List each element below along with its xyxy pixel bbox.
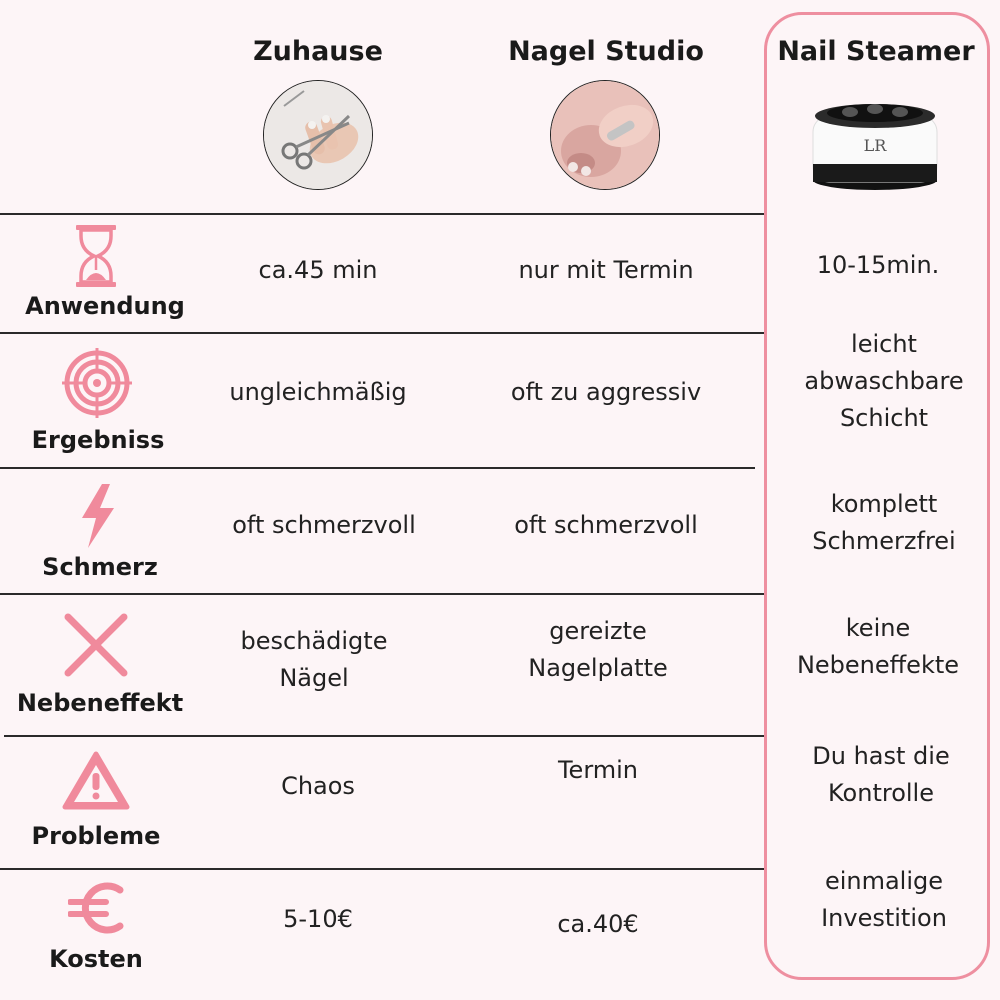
cell-steamer-probleme: Du hast die Kontrolle (812, 742, 950, 807)
row-divider (0, 213, 764, 215)
cell-steamer-ergebniss: leicht abwaschbare Schicht (804, 330, 964, 432)
warning-icon (62, 751, 130, 811)
cell-zuhause-schmerz: oft schmerzvoll (232, 511, 416, 539)
lightning-icon (80, 484, 116, 548)
row-label-nebeneffekt: Nebeneffekt (16, 689, 184, 717)
cell-studio-probleme: Termin (557, 756, 639, 784)
row-divider (0, 467, 755, 469)
cell-zuhause-anwendung: ca.45 min (258, 256, 378, 284)
cell-studio-anwendung: nur mit Termin (518, 256, 694, 284)
column-header-nagel-studio: Nagel Studio (508, 36, 704, 67)
cell-steamer-nebeneffekt: keine Nebeneffekte (796, 614, 960, 679)
cell-zuhause-kosten: 5-10€ (283, 905, 353, 933)
cell-studio-nebeneffekt: gereizte Nagelplatte (528, 617, 668, 682)
row-label-anwendung: Anwendung (25, 292, 185, 320)
cell-zuhause-nebeneffekt: beschädigte Nägel (240, 627, 388, 692)
studio-manicure-photo (550, 80, 660, 190)
cell-steamer-kosten: einmalige Investition (821, 867, 947, 932)
row-divider (0, 332, 764, 334)
euro-icon (68, 880, 126, 936)
cell-zuhause-probleme: Chaos (281, 772, 355, 800)
cell-steamer-anwendung: 10-15min. (816, 251, 940, 279)
target-icon (62, 348, 132, 418)
column-header-nail-steamer: Nail Steamer (777, 36, 975, 67)
row-label-kosten: Kosten (49, 945, 143, 973)
cross-icon (64, 613, 128, 677)
cell-steamer-schmerz: komplett Schmerzfrei (812, 490, 956, 555)
row-label-probleme: Probleme (31, 822, 161, 850)
row-label-schmerz: Schmerz (42, 553, 158, 581)
home-manicure-photo (263, 80, 373, 190)
cell-studio-ergebniss: oft zu aggressiv (510, 378, 702, 406)
brand-logo: LR (864, 136, 888, 155)
row-divider (0, 593, 764, 595)
cell-studio-kosten: ca.40€ (557, 910, 639, 938)
cell-studio-schmerz: oft schmerzvoll (514, 511, 698, 539)
row-divider (4, 735, 764, 737)
row-label-ergebniss: Ergebniss (31, 426, 165, 454)
nail-steamer-column-highlight (764, 12, 990, 980)
cell-zuhause-ergebniss: ungleichmäßig (229, 378, 407, 406)
hourglass-icon (74, 224, 118, 288)
row-divider (0, 868, 764, 870)
nail-steamer-product-image: LR (810, 96, 940, 196)
column-header-zuhause: Zuhause (253, 36, 383, 67)
